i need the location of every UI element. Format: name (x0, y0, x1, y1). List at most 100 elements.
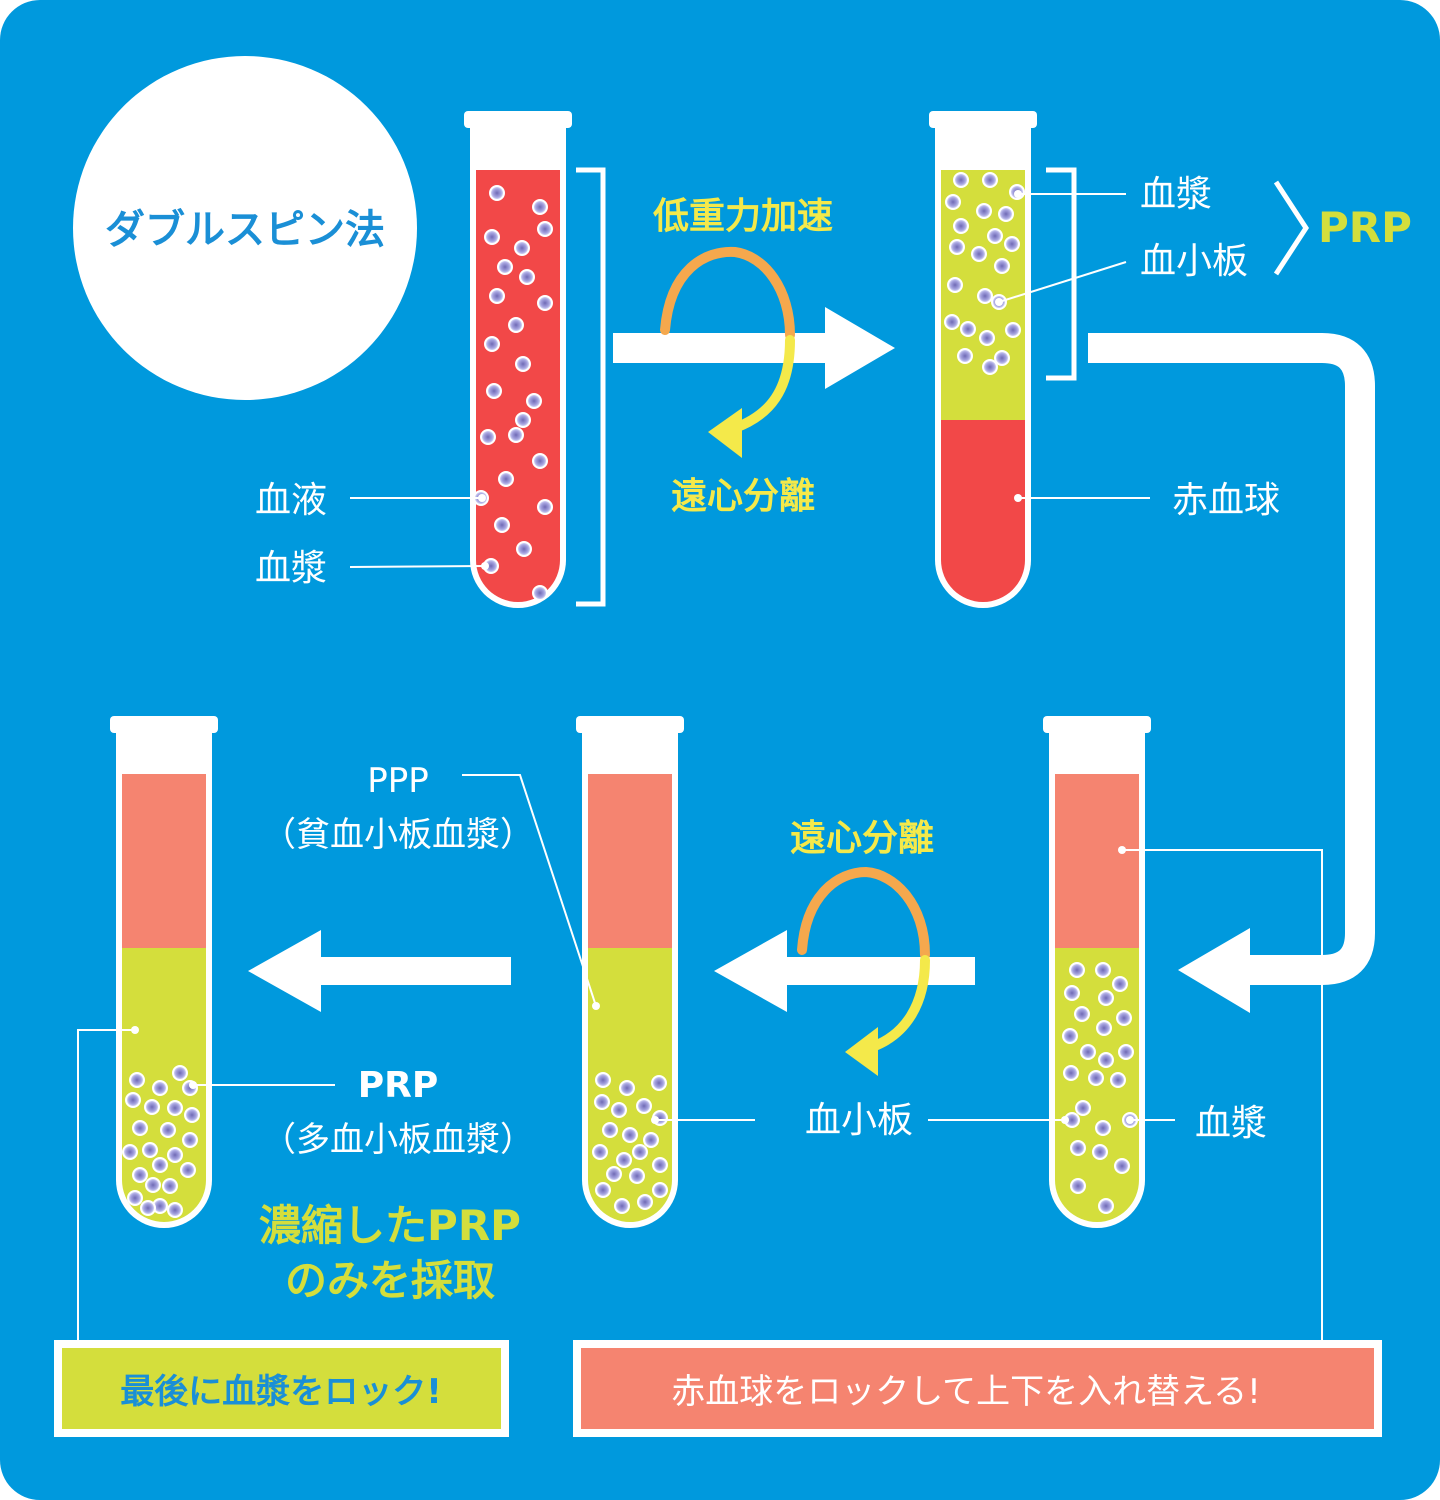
blood-cells (473, 185, 553, 601)
tube-whole-blood (464, 111, 572, 608)
lock-rbc-box (581, 1348, 1374, 1429)
cell-dot (982, 172, 998, 188)
cell-dot (977, 288, 993, 304)
cell-dot (1092, 1144, 1108, 1160)
cell-dot (144, 1099, 160, 1115)
cell-dot (532, 585, 548, 601)
arrow-left-2 (714, 930, 975, 1012)
cell-dot (1080, 1044, 1096, 1060)
label-prp: PRP (358, 1065, 439, 1106)
cell-dot (960, 321, 976, 337)
platelet-cells-2 (944, 172, 1025, 375)
leader-platelet-2 (998, 261, 1127, 303)
bracket-tube2 (1046, 167, 1077, 381)
spin-arc-orange-2 (797, 866, 930, 960)
cell-dot (1070, 1140, 1086, 1156)
page-title: ダブルスピン法 (105, 207, 385, 253)
label-prp-sub: （多血小板血漿） (262, 1120, 534, 1160)
salmon-layer-5 (122, 774, 206, 948)
cell-dot (537, 295, 553, 311)
label-rbc: 赤血球 (1172, 480, 1280, 521)
cell-dot (486, 383, 502, 399)
cell-dot (994, 350, 1010, 366)
spin-arrowhead-1 (708, 408, 742, 458)
cell-dot (132, 1120, 148, 1136)
cell-dot (1095, 1120, 1111, 1136)
cell-dot (1063, 1065, 1079, 1081)
cell-dot (1098, 1198, 1114, 1214)
cell-dot (1116, 1010, 1132, 1026)
cell-dot (162, 1178, 178, 1194)
cell-dot (489, 185, 505, 201)
cell-dot (976, 203, 992, 219)
cell-dot (595, 1072, 611, 1088)
cell-dot (971, 246, 987, 262)
cell-dot (167, 1100, 183, 1116)
cell-dot (947, 277, 963, 293)
cell-dot (611, 1102, 627, 1118)
cell-dot (1074, 1006, 1090, 1022)
cell-dot (180, 1162, 196, 1178)
tube-separated (929, 111, 1037, 608)
cell-dot (152, 1080, 168, 1096)
cell-dot (508, 427, 524, 443)
cell-dot (132, 1167, 148, 1183)
cell-dot (498, 471, 514, 487)
label-concentrated-1: 濃縮したPRP (259, 1201, 521, 1250)
cell-dot (484, 229, 500, 245)
spin-arc-yellow-1 (730, 335, 795, 433)
cell-dot (480, 429, 496, 445)
cell-dot (1070, 1178, 1086, 1194)
cell-dot (651, 1075, 667, 1091)
cell-dot (953, 172, 969, 188)
arrowhead-to-tube3 (1178, 928, 1250, 1013)
cell-dot (494, 517, 510, 533)
cell-dot (1096, 1020, 1112, 1036)
cell-dot (1098, 1052, 1114, 1068)
cell-dot (982, 359, 998, 375)
cell-dot (145, 1177, 161, 1193)
whole-blood-fill (476, 170, 560, 602)
label-low-g: 低重力加速 (653, 196, 833, 237)
cell-dot (140, 1200, 156, 1216)
leader-plasma-1 (349, 565, 486, 568)
cell-dot (636, 1098, 652, 1114)
cell-dot (592, 1144, 608, 1160)
cell-dot (1064, 985, 1080, 1001)
label-plasma-3: 血漿 (1195, 1103, 1267, 1144)
cell-dot (1069, 962, 1085, 978)
rbc-layer-2 (941, 420, 1025, 602)
cell-dot (515, 412, 531, 428)
cell-dot (594, 1094, 610, 1110)
cell-dot (532, 453, 548, 469)
leader-lock-plasma (77, 1029, 135, 1342)
cell-dot (519, 269, 535, 285)
cell-dot (606, 1166, 622, 1182)
cell-dot (629, 1168, 645, 1184)
cell-dot (614, 1198, 630, 1214)
cell-dot (1114, 1158, 1130, 1174)
cell-dot (129, 1072, 145, 1088)
cell-dot (1005, 322, 1021, 338)
cell-dot (595, 1182, 611, 1198)
cell-dot (987, 228, 1003, 244)
cell-dot (652, 1182, 668, 1198)
spin-arc-orange-1 (660, 246, 795, 340)
cell-dot (632, 1144, 648, 1160)
tube-second-spin (576, 716, 684, 1228)
cell-dot (652, 1157, 668, 1173)
cell-dot (184, 1107, 200, 1123)
cell-dot (125, 1092, 141, 1108)
label-centrifuge-2: 遠心分離 (790, 818, 934, 859)
label-plasma-2: 血漿 (1140, 174, 1212, 215)
cell-dot (994, 258, 1010, 274)
label-concentrated-2: のみを採取 (285, 1256, 495, 1305)
cell-dot (1004, 236, 1020, 252)
cell-dot (944, 314, 960, 330)
cell-dot (616, 1152, 632, 1168)
cell-dot (167, 1202, 183, 1218)
cell-dot (142, 1142, 158, 1158)
cell-dot (957, 348, 973, 364)
cell-dot (1110, 1072, 1126, 1088)
connector-path (1088, 333, 1375, 985)
